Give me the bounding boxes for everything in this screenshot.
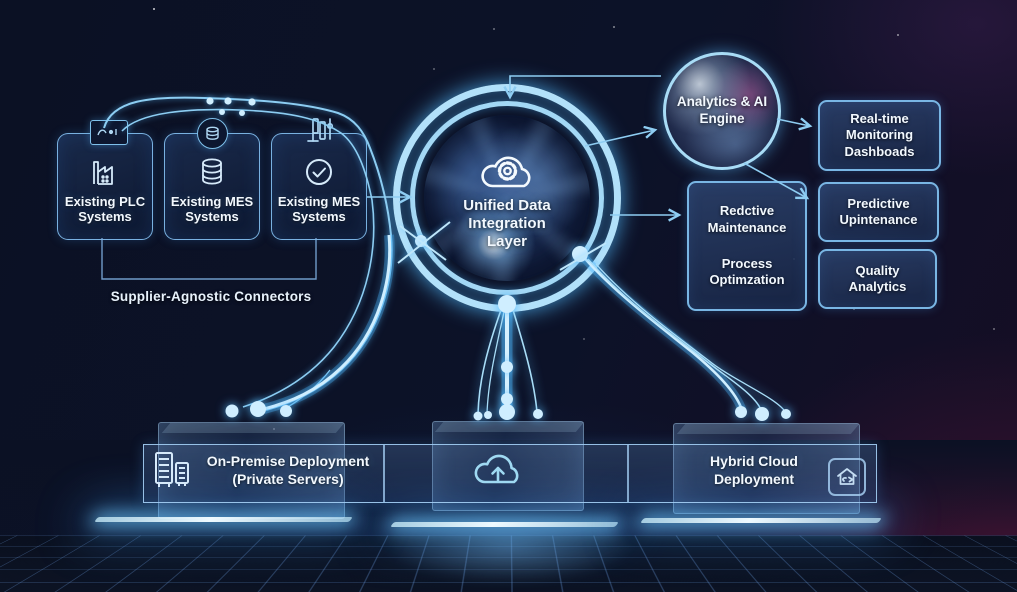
factory-icon [93,161,113,185]
output-label: Redctive Maintenance [707,203,787,235]
output-label: Predictive Upintenance [839,195,918,227]
plc-chip-icon [90,120,128,145]
node-existing-mes-1: Existing MES Systems [164,133,260,240]
output-label: Real-time Monitoring Dashboads [844,111,915,159]
node-unified-integration-layer: Unified Data Integration Layer [393,84,621,312]
node-realtime-dashboards: Real-time Monitoring Dashboads [818,100,941,171]
node-predictive-maintenance: Predictive Upintenance [818,182,939,242]
engine-label: Analytics & AI Engine [676,94,768,126]
deployment-bar [143,444,877,503]
bar-divider [627,445,629,502]
database-icon [202,158,222,185]
node-label: Existing PLC Systems [64,194,146,225]
node-maintenance-optimization: Redctive Maintenance Process Optimzation [687,181,807,311]
node-label: Existing MES Systems [170,194,254,225]
supplier-agnostic-caption: Supplier-Agnostic Connectors [110,289,312,304]
base-glow-middle [390,522,619,527]
database-badge-icon [197,118,228,149]
floor-glow-reflection [378,505,640,585]
node-existing-mes-2: Existing MES Systems [271,133,367,240]
bar-divider [383,445,385,502]
output-label: Process Optimzation [709,256,785,288]
cloud-gear-icon [481,156,531,187]
node-label: Existing MES Systems [277,194,361,225]
server-rack-icon [155,452,189,487]
controls-icon [300,117,340,144]
check-icon [306,159,332,185]
hub-label: Unified Data Integration Layer [463,196,551,251]
node-quality-analytics: Quality Analytics [818,249,937,309]
cloud-upload-icon [474,454,519,484]
base-glow-right [640,518,882,523]
hybrid-home-icon [828,458,866,496]
node-analytics-ai-engine: Analytics & AI Engine [663,52,781,170]
node-existing-plc: Existing PLC Systems [57,133,153,240]
base-glow-left [94,517,353,522]
glass-box-cloud [432,421,584,511]
onprem-deployment-label: On-Premise Deployment (Private Servers) [206,453,370,487]
background-stars [153,8,155,10]
output-label: Quality Analytics [848,262,907,294]
hybrid-deployment-label: Hybrid Cloud Deployment [710,453,798,487]
